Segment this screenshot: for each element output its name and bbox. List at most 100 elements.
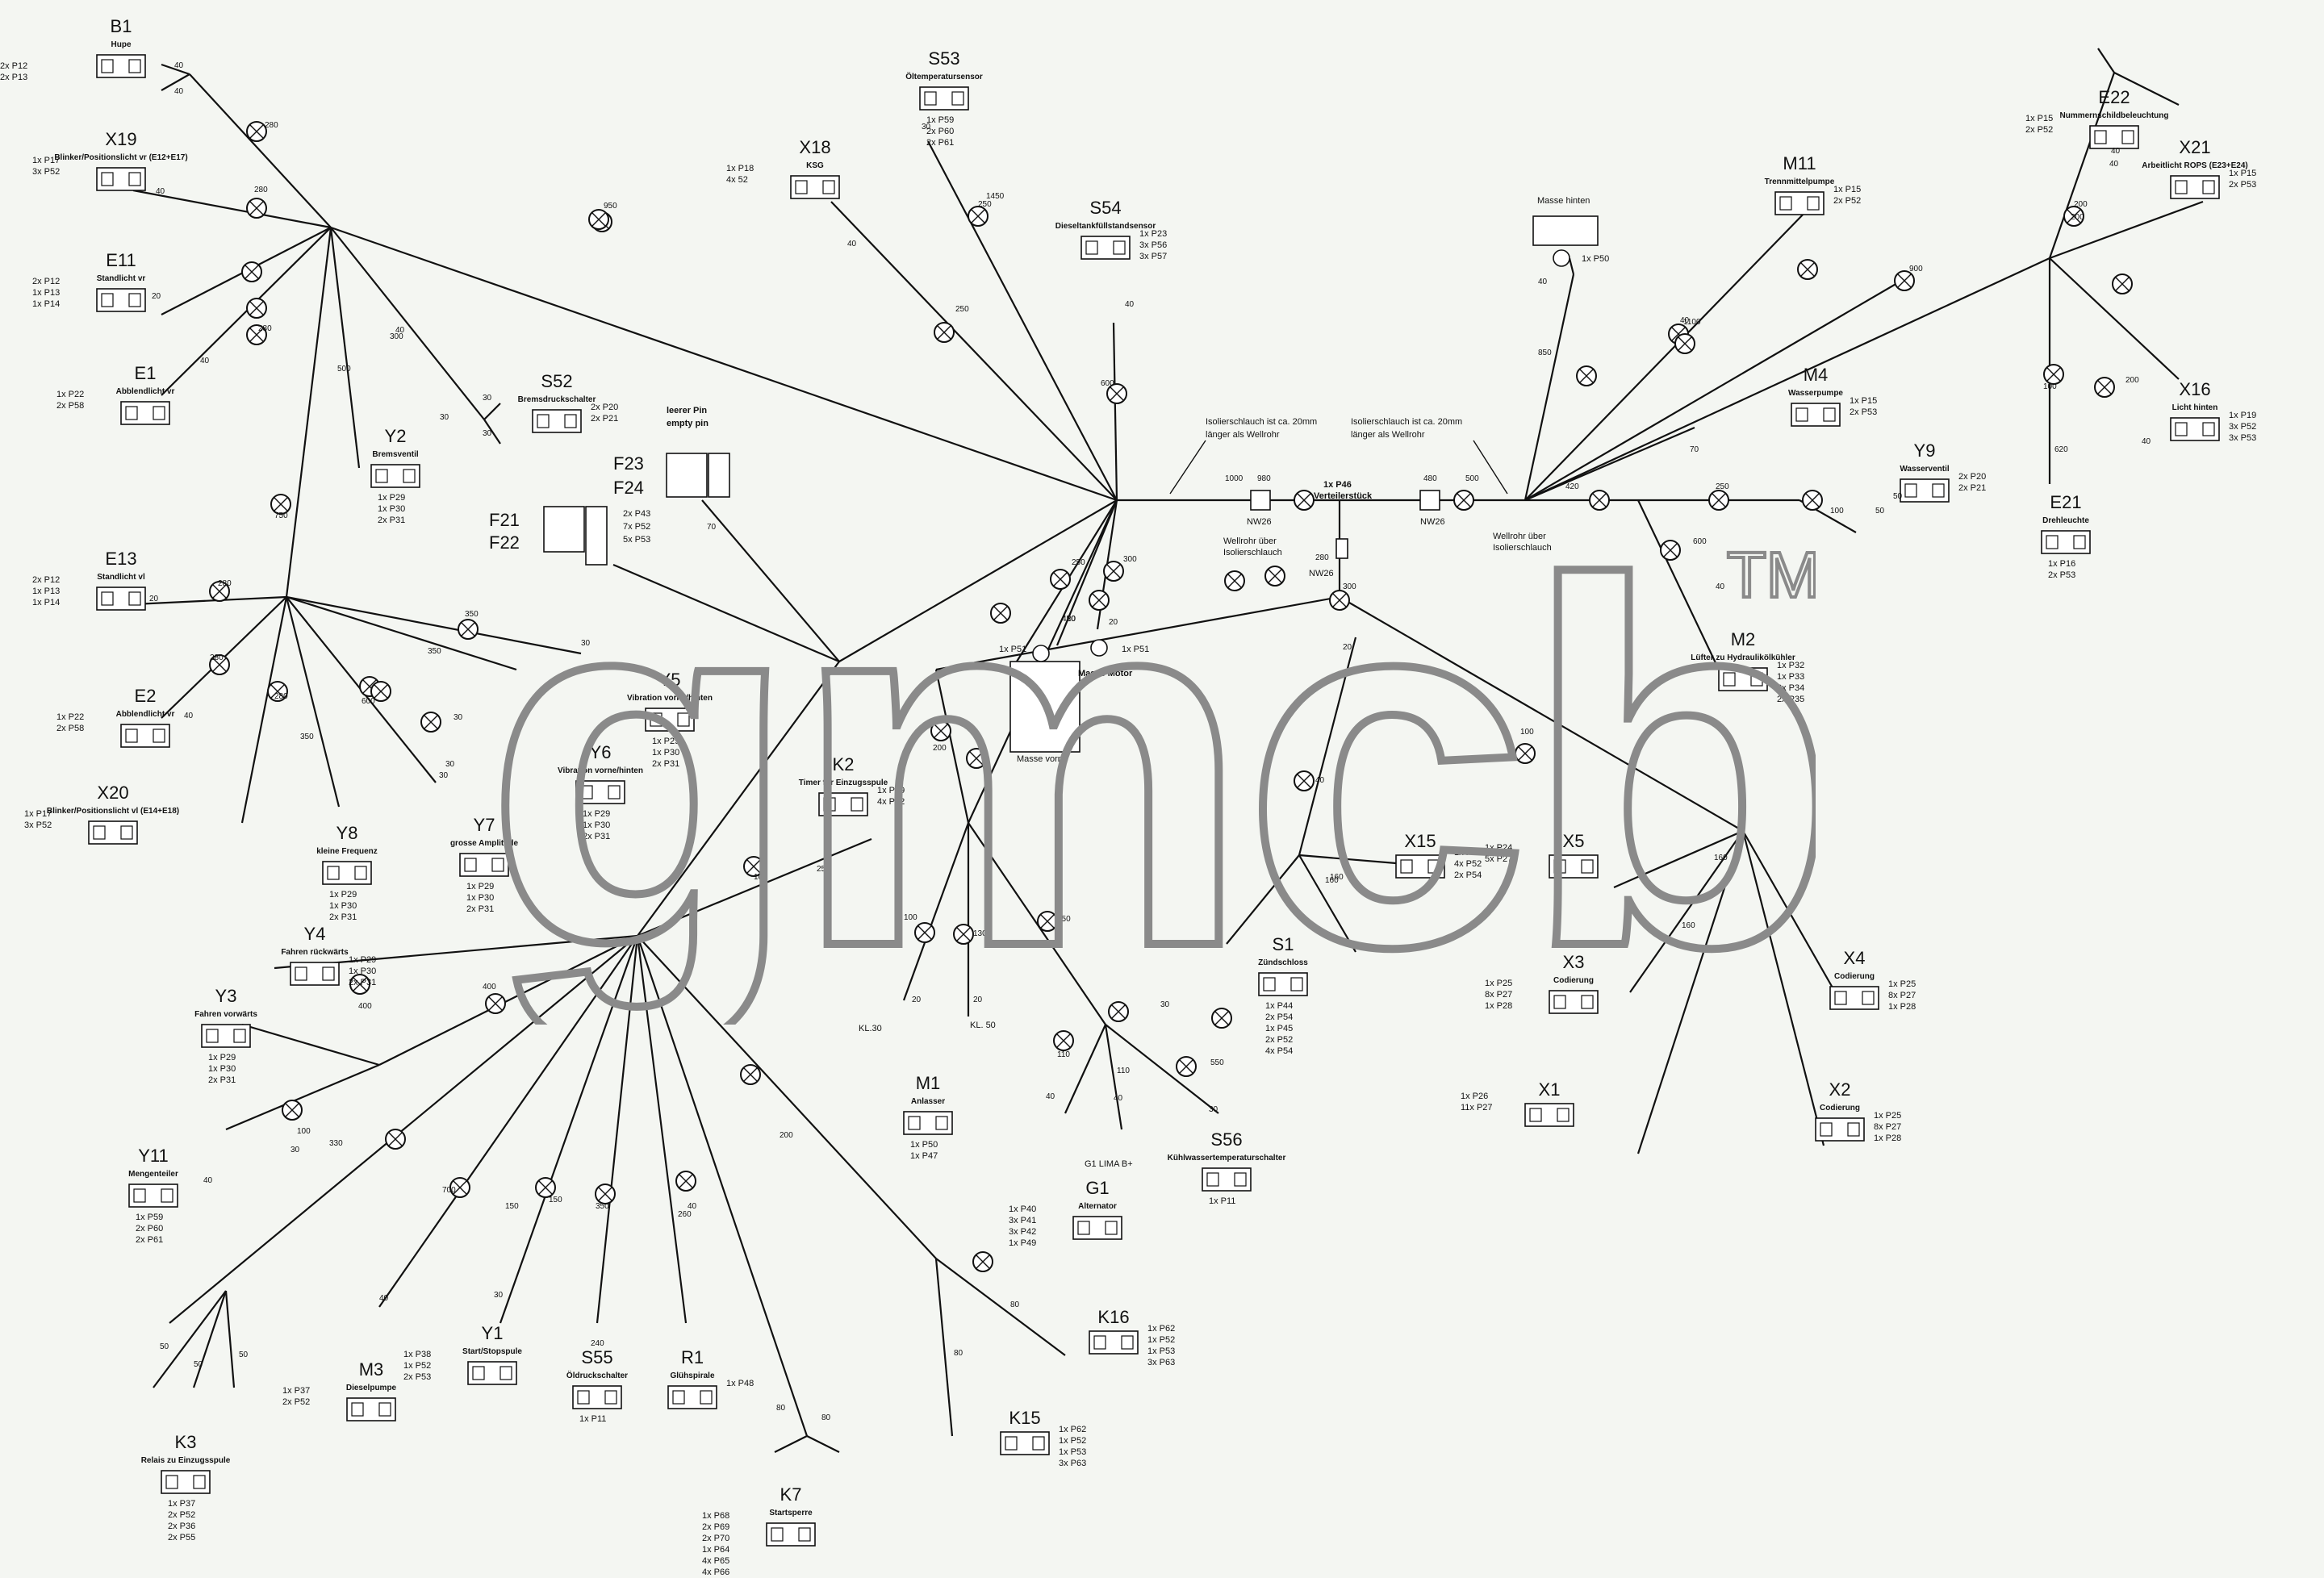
wire-length: 100: [2043, 382, 2057, 391]
component-part: 3x P41: [1009, 1216, 1036, 1225]
isolier-note-b1: Isolierschlauch ist ca. 20mm: [1351, 417, 1462, 427]
x-circle-junction-icon: [420, 712, 441, 733]
x-circle-junction-icon: [1294, 770, 1315, 791]
x-circle-junction-icon: [2112, 273, 2133, 294]
component-part: 1x P49: [1009, 1238, 1036, 1248]
component-id: Y7: [474, 815, 495, 835]
component-name: Arbeitlicht ROPS (E23+E24): [2142, 161, 2247, 170]
empty-pin-label: empty pin: [667, 419, 708, 428]
component-part: 4x P52: [1454, 859, 1482, 869]
wire-length: 20: [912, 996, 922, 1004]
x-circle-junction-icon: [1264, 566, 1285, 587]
wire-length: 30: [445, 760, 455, 769]
x-circle-junction-icon: [1224, 570, 1245, 591]
component-part: 1x P62: [1059, 1425, 1086, 1434]
x-circle-junction-icon: [930, 720, 951, 741]
x-circle-junction-icon: [270, 494, 291, 515]
x-circle-junction-icon: [1108, 1001, 1129, 1022]
component-part: 5x P27: [1485, 854, 1512, 864]
x-circle-junction-icon: [209, 581, 230, 602]
component-part: 1x P29: [378, 493, 405, 503]
component-id: X20: [97, 783, 128, 803]
wire-length: 40: [847, 240, 857, 248]
fuse-part: 7x P52: [623, 522, 650, 532]
x-circle-junction-icon: [246, 324, 267, 345]
component-id: Y6: [590, 742, 612, 762]
component-part: 2x P52: [282, 1397, 310, 1407]
component-part: 1x P48: [726, 1379, 754, 1388]
x-circle-junction-icon: [1708, 490, 1729, 511]
wire-length: 450: [1062, 615, 1076, 624]
component-name: Timer für Einzugsspule: [799, 779, 888, 787]
wire-length: 200: [780, 1131, 793, 1140]
wire-length: 160: [1682, 921, 1695, 930]
component-name: Licht hinten: [2172, 403, 2218, 412]
component-id: Y4: [304, 924, 326, 944]
component-name: Lüfter zu Hydraulikölkühler: [1691, 653, 1795, 662]
wire-length: 50: [239, 1350, 249, 1359]
component-part: 2x P55: [168, 1533, 195, 1543]
wire-length: 100: [1520, 728, 1534, 737]
wire-length: 80: [1010, 1300, 1020, 1309]
x-circle-junction-icon: [241, 261, 262, 282]
ground-terminal-icon: [1553, 249, 1570, 267]
wire-length: 600: [1693, 537, 1707, 546]
wire-length: 70: [707, 523, 717, 532]
wire-length: 950: [604, 202, 617, 211]
wire-length: 30: [1209, 1105, 1218, 1114]
wire-length: 40: [1716, 582, 1725, 591]
component-part: 2x P20: [591, 403, 618, 412]
component-part: 1x P59: [926, 115, 954, 125]
x-circle-junction-icon: [1037, 911, 1058, 932]
component-id: Y5: [659, 670, 681, 690]
component-part: 1x P47: [910, 1151, 938, 1161]
wire-length: 30: [1160, 1000, 1170, 1009]
component-part: 2x P12: [32, 575, 60, 585]
wire-length: 200: [2071, 213, 2084, 222]
component-part: 2x P52: [2025, 125, 2053, 135]
masse-hinten-block: [1532, 215, 1599, 246]
wire-length: 350: [428, 647, 441, 656]
component-part: 1x P22: [56, 712, 84, 722]
component-id: E22: [2098, 87, 2130, 107]
wire-length: 250: [955, 305, 969, 314]
component-part: 1x P18: [726, 164, 754, 173]
wire-length: 30: [483, 429, 492, 438]
component-part: 2x P31: [378, 516, 405, 525]
component-part: 4x P52: [877, 797, 905, 807]
component-part: 1x P13: [32, 587, 60, 596]
component-part: 2x P52: [1265, 1035, 1293, 1045]
component-part: 2x P60: [926, 127, 954, 136]
wire-length: 250: [978, 200, 992, 209]
wire-length: 980: [1257, 474, 1271, 483]
wire-length: 150: [549, 1196, 562, 1204]
wire-length: 300: [390, 332, 403, 341]
x-circle-junction-icon: [1050, 569, 1071, 590]
component-part: 1x P29: [652, 737, 679, 746]
component-part: 2x P69: [702, 1522, 729, 1532]
wire-length: 160: [1714, 854, 1728, 862]
component-part: 3x P56: [1139, 240, 1167, 250]
isolier-note-a2: länger als Wellrohr: [1206, 430, 1280, 440]
wire-length: 50: [1875, 507, 1885, 516]
component-part: 1x P62: [1147, 1324, 1175, 1334]
masse-hinten-label: Masse hinten: [1537, 196, 1590, 206]
x-circle-junction-icon: [246, 298, 267, 319]
x-circle-junction-icon: [2063, 206, 2084, 227]
component-id: M1: [916, 1073, 941, 1093]
ground-terminal-icon: [1090, 639, 1108, 657]
component-part: 1x P14: [32, 299, 60, 309]
component-part: 1x P32: [1777, 661, 1804, 670]
component-id: X19: [105, 129, 136, 149]
